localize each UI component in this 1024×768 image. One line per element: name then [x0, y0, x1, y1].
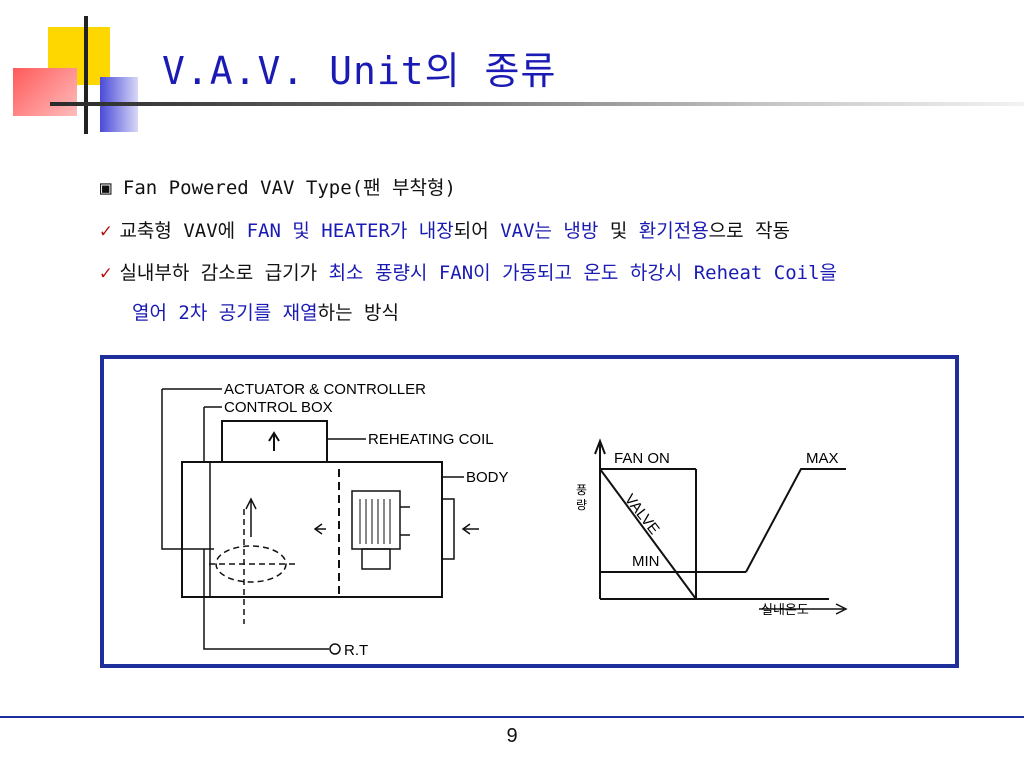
bullet-2-seg-1: 실내부하 감소로 급기가	[119, 262, 329, 284]
check-icon: ✓	[100, 262, 112, 284]
fan-housing	[351, 490, 401, 550]
section-heading-text: ▣ Fan Powered VAV Type(팬 부착형)	[100, 177, 456, 199]
diagram-frame: ACTUATOR & CONTROLLER CONTROL BOX REHEAT…	[100, 355, 959, 668]
fan-motor	[361, 548, 391, 570]
deco-red-square	[13, 68, 77, 116]
bullet-1-seg-2: FAN 및 HEATER가 내장	[246, 220, 454, 242]
y-axis-label-2: 량	[576, 498, 587, 512]
left-end-cap	[181, 461, 211, 598]
vav-diagram: ACTUATOR & CONTROLLER CONTROL BOX REHEAT…	[161, 381, 848, 659]
bullet-1-seg-7: 으로 작동	[708, 220, 791, 242]
max-label: MAX	[806, 450, 839, 467]
bullet-2-continuation: 열어 2차 공기를 재열하는 방식	[132, 298, 399, 325]
deco-vertical-bar	[84, 16, 88, 134]
valve-label: VALVE	[621, 491, 663, 538]
valve-line	[599, 468, 697, 600]
page-number: 9	[506, 725, 518, 747]
title-rule	[50, 102, 1024, 106]
actuator-label: ACTUATOR & CONTROLLER	[224, 381, 426, 398]
bullet-1-seg-4: VAV는 냉방	[500, 220, 599, 242]
rt-sensor	[329, 643, 341, 655]
rt-label: R.T	[344, 642, 368, 659]
reheat-line	[745, 468, 846, 573]
min-label: MIN	[632, 553, 660, 570]
reheating-coil-label: REHEATING COIL	[368, 431, 494, 448]
control-box-label: CONTROL BOX	[224, 399, 333, 416]
page-title: V.A.V. Unit의 종류	[162, 49, 557, 93]
bullet-1: ✓ 교축형 VAV에 FAN 및 HEATER가 내장되어 VAV는 냉방 및 환…	[100, 216, 790, 243]
body-label: BODY	[466, 469, 509, 486]
continuation-seg-2: 하는 방식	[317, 302, 399, 324]
x-axis-label: 실내온도	[761, 602, 809, 617]
y-axis-label-1: 풍	[576, 483, 587, 497]
bullet-1-seg-6: 환기전용	[638, 220, 709, 242]
continuation-seg-1: 열어 2차 공기를 재열	[132, 302, 318, 324]
section-heading: ▣ Fan Powered VAV Type(팬 부착형)	[100, 173, 456, 200]
bullet-1-seg-1: 교축형 VAV에	[119, 220, 247, 242]
unit-body	[181, 461, 443, 598]
fan-on-label: FAN ON	[614, 450, 670, 467]
footer-rule	[0, 716, 1024, 718]
check-icon: ✓	[100, 220, 112, 242]
bullet-2-seg-2: 최소 풍량시 FAN이 가동되고 온도 하강시 Reheat Coil을	[328, 262, 838, 284]
bullet-1-seg-5: 및	[598, 220, 639, 242]
bullet-1-seg-3: 되어	[453, 220, 501, 242]
outlet	[441, 498, 455, 560]
bullet-2: ✓ 실내부하 감소로 급기가 최소 풍량시 FAN이 가동되고 온도 하강시 Re…	[100, 258, 837, 285]
control-box	[221, 420, 328, 463]
